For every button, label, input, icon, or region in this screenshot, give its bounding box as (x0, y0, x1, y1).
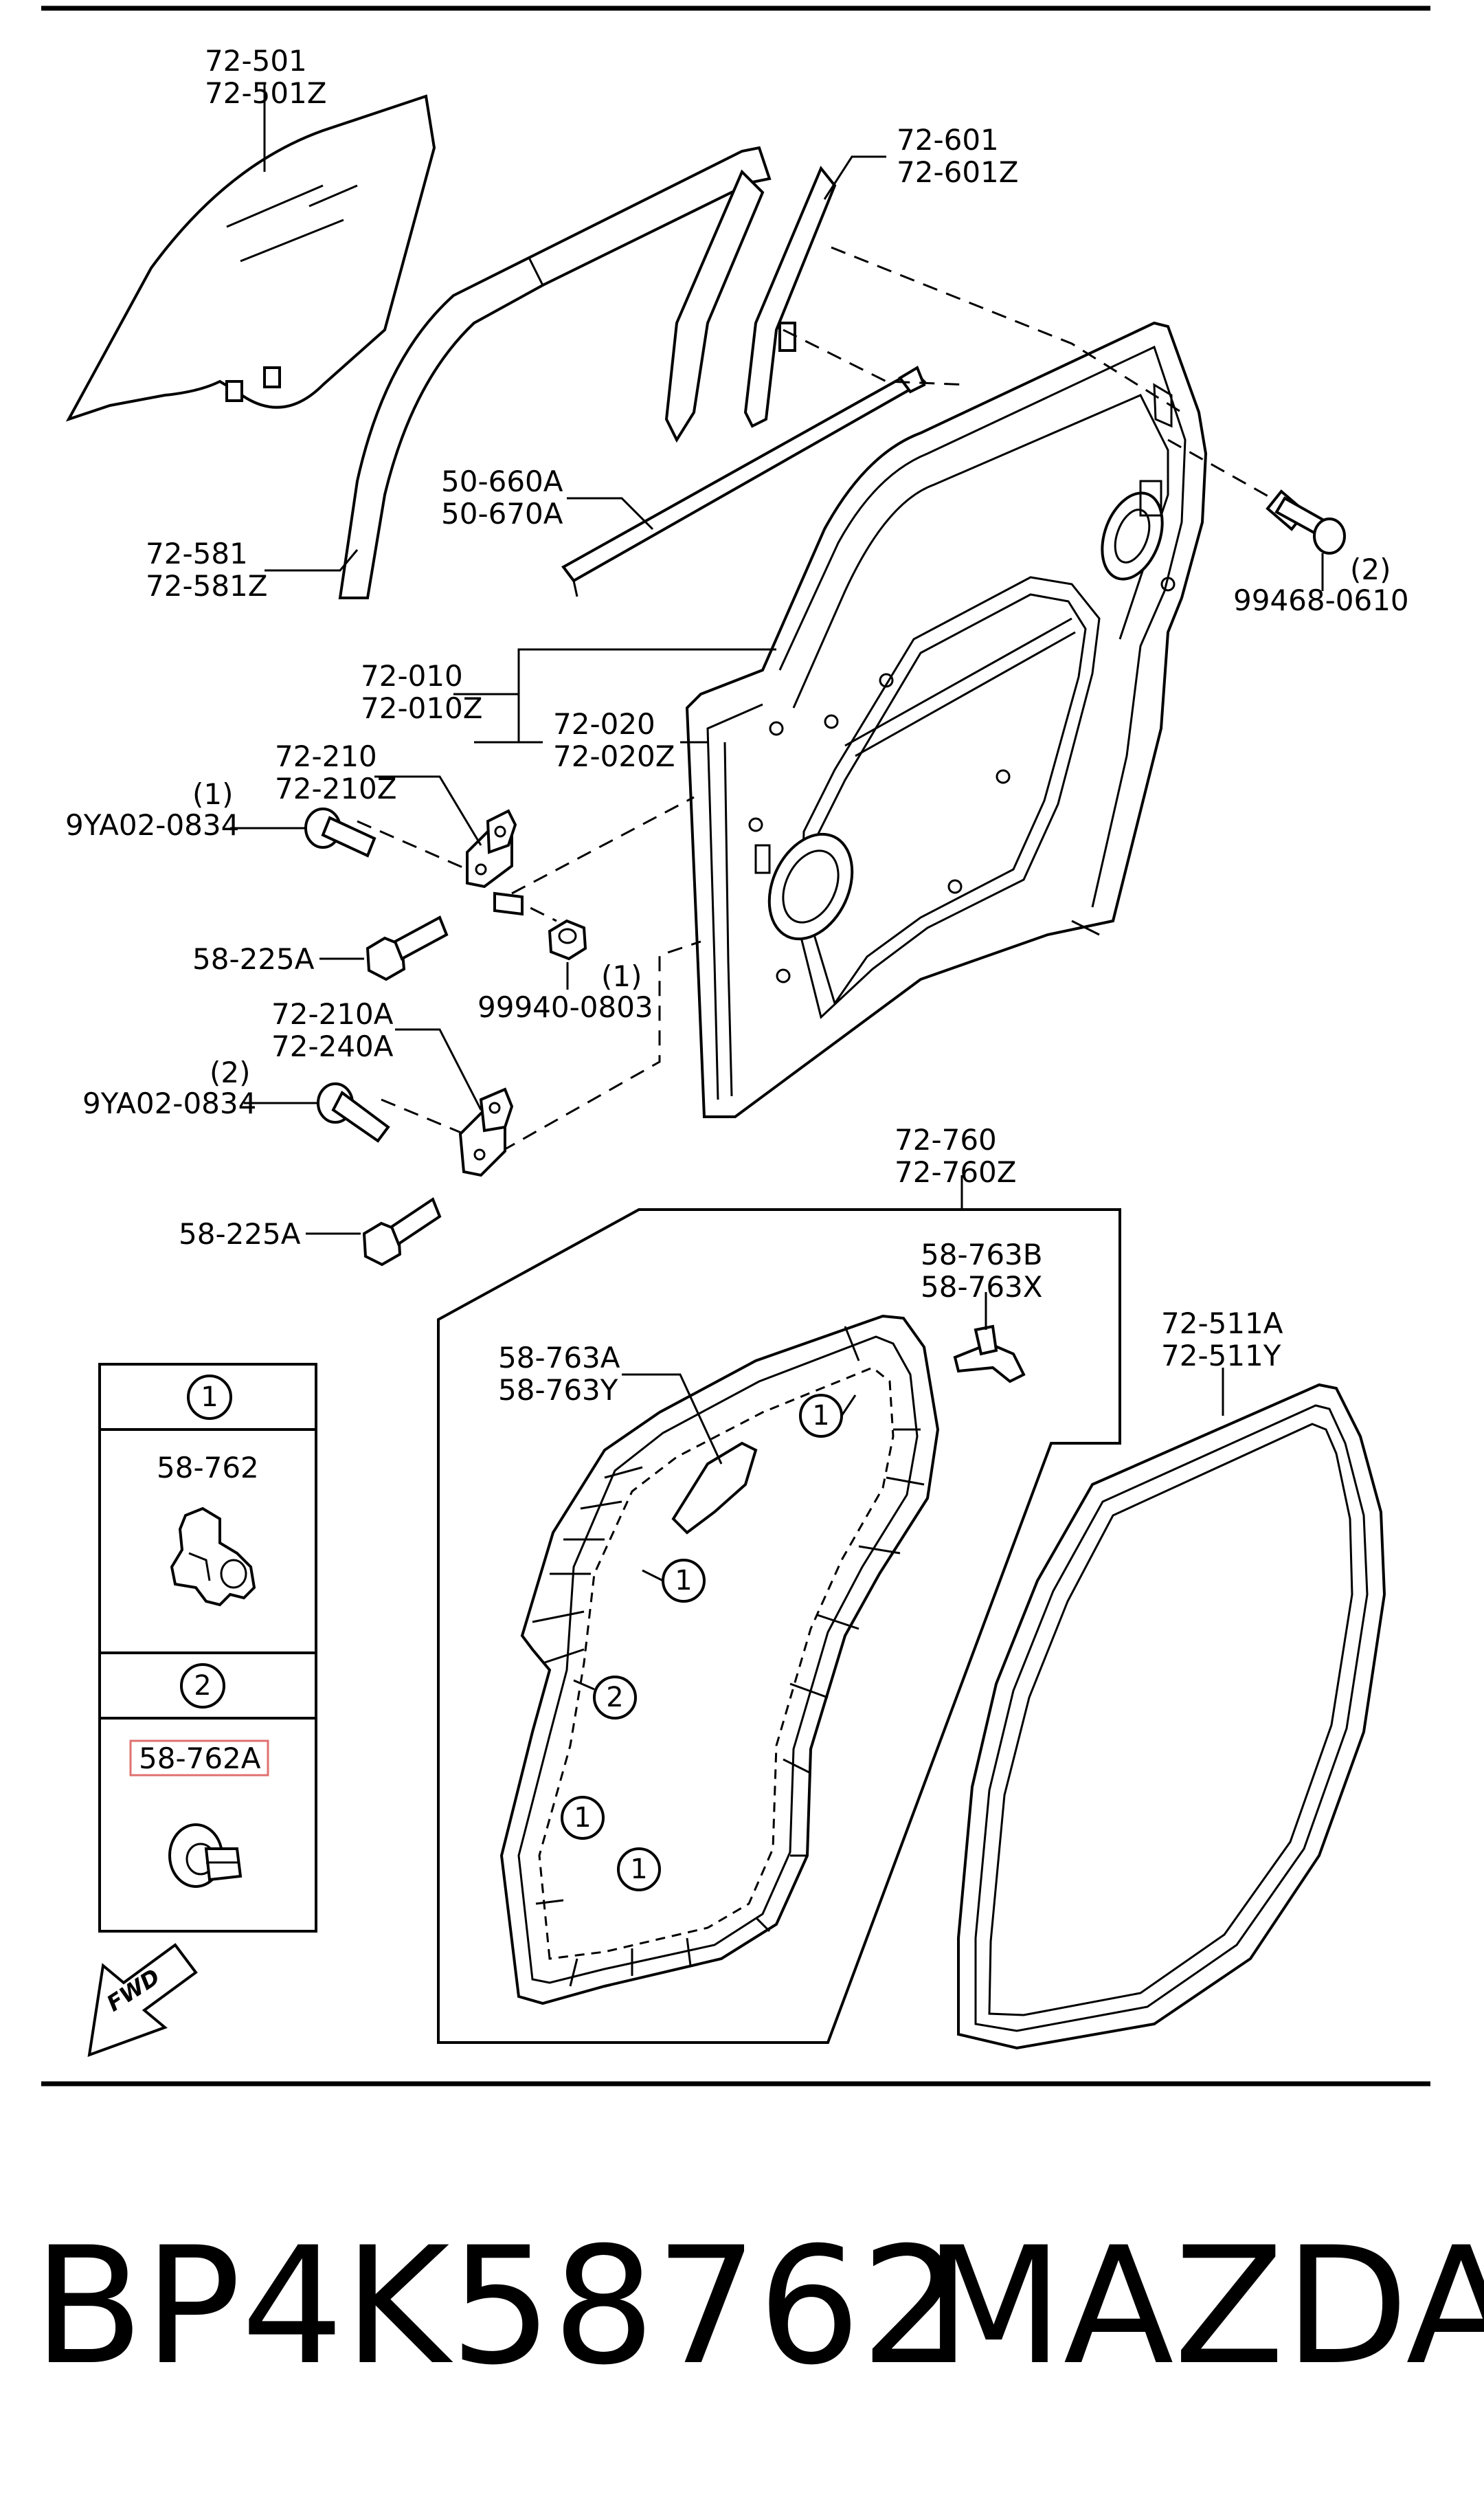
leader-50-660a (567, 497, 654, 531)
label-72-581: 72-581 (146, 537, 248, 570)
callout-circle-2: 2 (593, 1676, 637, 1720)
door-glass-part (65, 94, 436, 422)
label-72-501z: 72-501Z (205, 76, 327, 110)
label-72-760z: 72-760Z (895, 1155, 1017, 1189)
bolt-9ya02-upper-part (304, 808, 376, 858)
brand-name-caption: MAZDA (924, 2213, 1484, 2401)
callout-leader-2 (573, 1679, 595, 1691)
upper-hinge-part (466, 809, 524, 916)
leader-72-601 (823, 155, 886, 200)
label-72-010: 72-010 (361, 659, 463, 693)
bolt-58-225a-lower-part (362, 1197, 442, 1267)
label-72-010z: 72-010Z (361, 691, 483, 725)
label-72-501: 72-501 (205, 44, 307, 78)
label-72-210a: 72-210A (271, 997, 394, 1031)
clip-legend-table (98, 1363, 317, 1933)
label-72-020z: 72-020Z (553, 739, 675, 773)
pad-58-763a-part (671, 1441, 758, 1535)
callout-text-1b: 1 (675, 1565, 692, 1597)
label-58-225a-lower: 58-225A (179, 1217, 301, 1251)
part-number-caption: BP4K58762 (33, 2213, 964, 2401)
label-50-660a: 50-660A (441, 465, 563, 498)
label-72-601: 72-601 (897, 123, 999, 157)
leader-72-581 (265, 549, 359, 572)
label-72-511y: 72-511Y (1161, 1339, 1281, 1372)
label-72-511a: 72-511A (1161, 1306, 1283, 1340)
weatherstrip-72-511a-part (957, 1383, 1386, 2050)
legend-clip-58-762-label: 58-762 (157, 1451, 259, 1484)
legend-number-2: 2 (180, 1663, 225, 1709)
callout-circle-1c: 1 (561, 1796, 605, 1840)
label-9ya02-upper-qty: (1) (192, 777, 234, 811)
label-58-763a: 58-763A (498, 1341, 620, 1375)
clip-58-762a-part (168, 1823, 243, 1888)
label-72-581z: 72-581Z (146, 569, 268, 603)
label-72-760: 72-760 (895, 1123, 997, 1157)
bolt-58-225a-upper-part (366, 915, 449, 981)
label-99468-qty: (2) (1350, 553, 1391, 586)
bracket-door-leaders (453, 648, 776, 744)
callout-text-2: 2 (606, 1682, 623, 1713)
label-58-763x: 58-763X (921, 1270, 1043, 1304)
door-seal-72-760-part (499, 1314, 940, 2005)
callout-text-1a: 1 (812, 1400, 829, 1432)
callout-circle-1d: 1 (617, 1847, 661, 1891)
label-99468: 99468-0610 (1233, 583, 1409, 617)
bolt-9ya02-lower-part (317, 1082, 390, 1143)
label-99940-qty: (1) (601, 959, 642, 993)
legend-number-1: 1 (187, 1375, 232, 1420)
label-72-601z: 72-601Z (897, 155, 1019, 189)
highlight-box-58-762a (129, 1739, 269, 1777)
clip-58-762-part (170, 1506, 256, 1607)
legend-number-1-text: 1 (201, 1381, 218, 1413)
label-99940: 99940-0803 (477, 990, 653, 1024)
division-channel-part (664, 166, 837, 443)
clip-58-763b-part (953, 1324, 1026, 1383)
callout-circle-1b: 1 (662, 1559, 706, 1603)
label-9ya02-upper: 9YA02-0834 (65, 808, 239, 842)
label-58-763b: 58-763B (921, 1238, 1043, 1271)
fwd-arrow-icon: FWD (87, 1943, 198, 2058)
part-labels: 72-501 72-501Z 72-601 72-601Z 50-660A 50… (65, 44, 1409, 1407)
callout-text-1c: 1 (574, 1802, 591, 1834)
bolt-99468-part (1266, 489, 1346, 555)
callout-leader-1a (840, 1394, 857, 1416)
legend-number-2-text: 2 (194, 1670, 211, 1702)
label-58-225a-upper: 58-225A (192, 942, 315, 976)
legend-clip-58-762a-label: 58-762A (139, 1742, 261, 1775)
label-72-210: 72-210 (275, 739, 377, 773)
bottom-caption: BP4K58762 MAZDA (0, 2213, 1484, 2419)
leader-72-210 (374, 775, 482, 846)
rear-door-shell-part (685, 321, 1208, 1118)
trim-seal-group-box (437, 1208, 1121, 2044)
label-72-020: 72-020 (553, 707, 655, 741)
callout-text-1d: 1 (630, 1854, 647, 1885)
callout-leader-1b (642, 1569, 664, 1582)
label-72-210z: 72-210Z (275, 772, 397, 805)
nut-99940-part (548, 919, 587, 961)
label-72-240a: 72-240A (271, 1030, 394, 1063)
door-sash-channel-part (338, 146, 772, 599)
label-9ya02-lower: 9YA02-0834 (82, 1087, 256, 1120)
leader-72-210a (395, 1028, 482, 1111)
leader-58-763a (622, 1373, 723, 1465)
label-58-763y: 58-763Y (498, 1373, 618, 1407)
assembly-dashed-lines (357, 246, 1279, 1153)
lower-hinge-part (458, 1087, 514, 1177)
label-9ya02-lower-qty: (2) (210, 1056, 251, 1089)
label-50-670a: 50-670A (441, 497, 563, 531)
belt-molding-part (561, 366, 927, 597)
